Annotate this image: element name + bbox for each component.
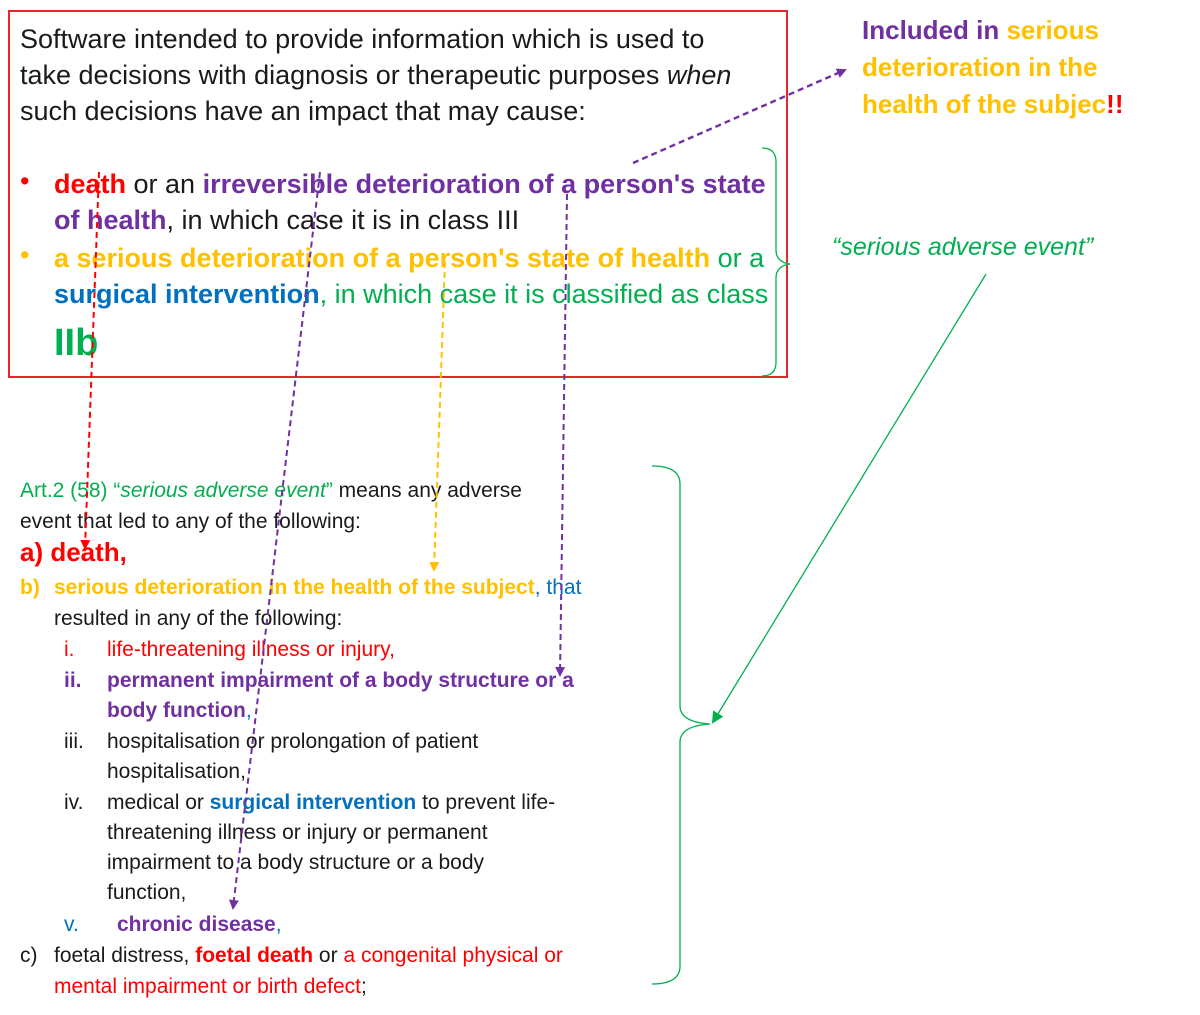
article-line-2: event that led to any of the following: — [20, 510, 361, 533]
when-word: when — [666, 60, 732, 90]
purple-chronic-arrow — [228, 171, 321, 910]
item-c-line-1: foetal distress, foetal death or a conge… — [54, 944, 563, 967]
item-iii-text-1: hospitalisation or prolongation of patie… — [107, 730, 479, 753]
rule-box — [8, 10, 788, 378]
item-iv-text-2: threatening illness or injury or permane… — [107, 821, 488, 844]
purple-note-arrow — [632, 68, 847, 165]
bullet-marker-1: • — [20, 166, 30, 196]
bullet-1-line-2: of health, in which case it is in class … — [54, 205, 520, 235]
surgical-intervention-term: surgical intervention — [54, 279, 320, 309]
bullet-1-line-1: death or an irreversible deterioration o… — [54, 169, 766, 199]
item-b-line-1: serious deterioration in the health of t… — [54, 576, 582, 599]
bullet-2-line-1: a serious deterioration of a person's st… — [54, 243, 765, 273]
item-i-num: i. — [64, 638, 75, 661]
irreversible-term: irreversible deterioration of a person's… — [202, 169, 766, 199]
item-c-label: c) — [20, 944, 38, 967]
rule-line-2: take decisions with diagnosis or therape… — [20, 60, 732, 90]
item-a-death: a) death, — [20, 537, 127, 567]
class-iib: IIb — [54, 322, 99, 364]
note-line-1: Included in serious — [862, 15, 1099, 45]
item-iv-num: iv. — [64, 791, 84, 814]
item-iii-text-2: hospitalisation, — [107, 760, 246, 783]
red-death-arrow — [80, 171, 100, 550]
green-connector-arrow — [711, 273, 987, 724]
item-c-line-2: mental impairment or birth defect; — [54, 975, 367, 998]
item-v-text: chronic disease, — [117, 913, 282, 936]
item-iv-text-4: function, — [107, 881, 187, 904]
orange-serious-arrow — [429, 261, 446, 572]
note-line-3: health of the subjec!! — [862, 89, 1124, 119]
item-b-label: b) — [20, 576, 40, 599]
item-b-line-2: resulted in any of the following: — [54, 607, 343, 630]
item-i-text: life-threatening illness or injury, — [107, 638, 395, 661]
item-iv-text-1: medical or surgical intervention to prev… — [107, 791, 556, 814]
brace-bottom — [651, 465, 711, 985]
bullet-2-line-2: surgical intervention, in which case it … — [54, 279, 769, 309]
death-term: death — [54, 169, 127, 199]
serious-adverse-event-label: “serious adverse event” — [832, 233, 1094, 261]
item-ii-text-2: body function, — [107, 699, 252, 722]
item-iii-num: iii. — [64, 730, 84, 753]
item-v-num: v. — [64, 913, 79, 936]
note-line-2: deterioration in the — [862, 52, 1098, 82]
serious-deterioration-term: a serious deterioration of a person's st… — [54, 243, 711, 273]
item-ii-num: ii. — [64, 669, 82, 692]
purple-impairment-arrow — [555, 193, 568, 677]
brace-top — [761, 147, 791, 377]
rule-line-1: Software intended to provide information… — [20, 24, 705, 54]
bullet-marker-2: • — [20, 240, 30, 270]
item-ii-text-1: permanent impairment of a body structure… — [107, 669, 574, 692]
article-heading: Art.2 (58) “serious adverse event” means… — [20, 479, 522, 502]
rule-line-3: such decisions have an impact that may c… — [20, 96, 586, 126]
item-iv-text-3: impairment to a body structure or a body — [107, 851, 485, 874]
